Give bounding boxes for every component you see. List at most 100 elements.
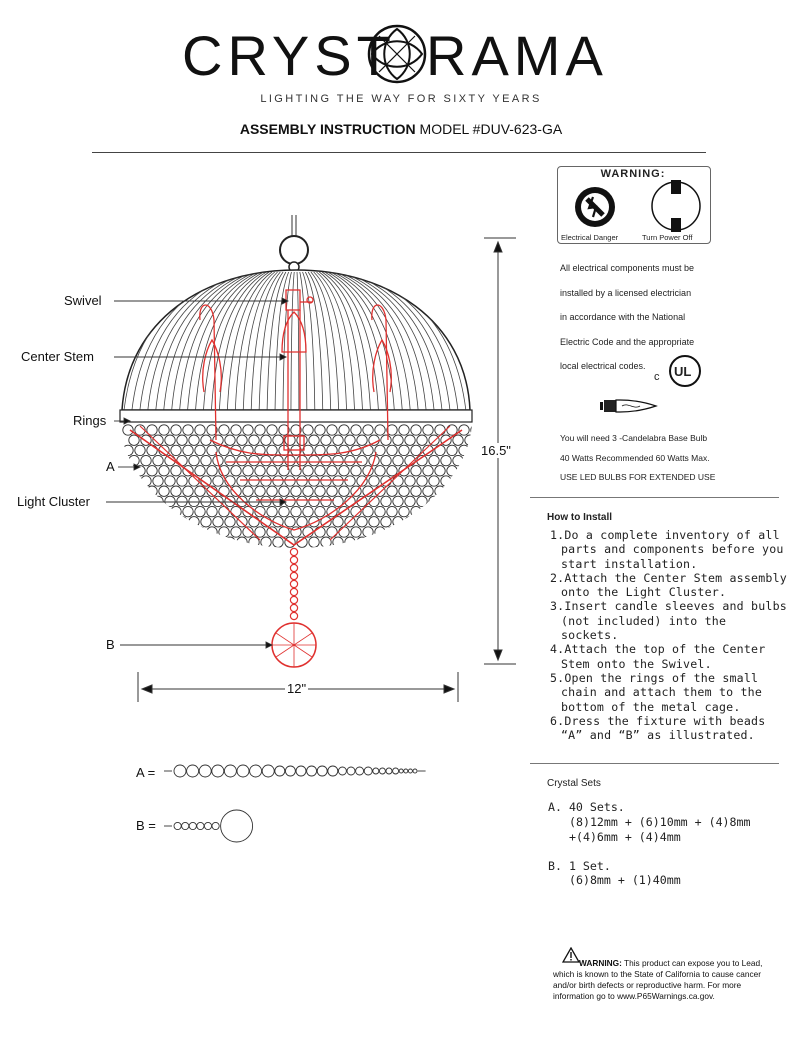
turn-power-off-caption: Turn Power Off [642,233,693,242]
crystal-bead [206,465,218,477]
crystal-bead [446,465,458,477]
label-center-stem: Center Stem [21,349,94,364]
crystal-bead [146,505,158,518]
crystal-bead [176,495,188,508]
crystal-bead [320,475,332,487]
crystal-bead [284,516,296,528]
section-divider [530,497,779,498]
crystal-bead [350,526,362,538]
crystal-bead [188,495,200,508]
crystal-bead [320,495,332,508]
crystal-bead [477,496,487,506]
crystal-bead [176,434,188,446]
crystal-bead [164,516,176,528]
crystal-bead [170,505,182,518]
crystal-bead [308,536,320,548]
crystal-bead [362,424,374,436]
crystal-set-b-detail: (6)8mm + (1)40mm [569,873,681,887]
crystal-bead [434,505,446,518]
width-dimension: 12" [285,681,309,696]
crystal-bead [470,465,472,477]
crystal-bead [212,495,224,508]
crystal-bead [152,454,164,467]
crystal-bead [158,485,170,497]
crystal-bead [314,526,326,538]
crystal-bead [477,476,487,486]
crystal-bead [308,516,320,528]
crystal-bead [398,424,410,436]
crystal-bead [158,465,170,477]
label-light-cluster: Light Cluster [17,494,90,509]
crystal-bead [194,424,206,436]
ul-listed-icon [669,355,701,387]
brand-name-right: RAMA [426,24,608,87]
crystal-bead [392,434,404,446]
ring-band [119,409,473,423]
crystal-bead [416,434,428,446]
crystal-bead [302,505,314,518]
crystal-bead [356,475,368,487]
crystal-bead [272,454,284,467]
crystal-bead [164,454,176,467]
crystal-bead [320,434,332,446]
crystal-bead [134,526,146,538]
crystal-bead [206,526,218,538]
crystal-bead [464,495,472,508]
crystal-ball [220,809,254,843]
crystal-bead [236,764,250,778]
crystal-bead [470,505,472,518]
crystal-bead [266,465,278,477]
install-step: 3.Insert candle sleeves and bulbs (not i… [550,599,787,643]
crystal-bead [274,765,286,777]
crystal-bead [146,424,158,436]
crystal-bead [230,485,242,497]
crystal-bead [200,434,212,446]
crystal-bead [290,485,302,497]
crystal-bead [372,767,380,775]
label-rings: Rings [73,413,107,428]
crystal-bead [410,485,422,497]
install-step: 6.Dress the fixture with beads “A” and “… [550,713,766,743]
crystal-bead [254,526,266,538]
crystal-bead [194,465,206,477]
crystal-bead [392,516,404,528]
crystal-bead [452,454,464,467]
crystal-bead [182,526,194,538]
crystal-bead [236,454,248,467]
crystal-bead [452,495,464,508]
crystal-bead [464,536,472,548]
crystal-bead [380,495,392,508]
crystal-bead [386,465,398,477]
crystal-bead [386,485,398,497]
crystal-bead [378,767,386,775]
crystal-bead [206,444,218,457]
crystal-bead [196,821,205,831]
crystal-bead [458,485,470,497]
crystal-bead [260,454,272,467]
brand-name-left: CRYST [182,24,396,87]
crystal-bead [164,536,176,548]
crystal-bead [278,485,290,497]
crystal-bead [470,485,472,497]
crystal-bead [434,485,446,497]
crystal-bead [380,434,392,446]
crystal-bead [380,516,392,528]
crystal-bead [146,465,158,477]
crystal-bead [170,465,182,477]
crystal-bead [440,536,452,548]
crystal-bead [477,537,487,547]
ul-mark: UL [674,364,692,379]
crystal-bead [194,505,206,518]
crystal-bead [446,424,458,436]
electrical-danger-icon [575,187,615,227]
crystal-bead [224,434,236,446]
crystal-bead [458,465,470,477]
crystal-bead [260,475,272,487]
label-a: A [106,459,115,474]
crystal-bead [223,764,237,778]
crystal-bead [392,454,404,467]
crystal-bead [446,485,458,497]
crystal-bead [344,454,356,467]
crystal-bead [173,764,187,778]
prop65-text: This product can expose you to Lead, whi… [553,958,763,1001]
